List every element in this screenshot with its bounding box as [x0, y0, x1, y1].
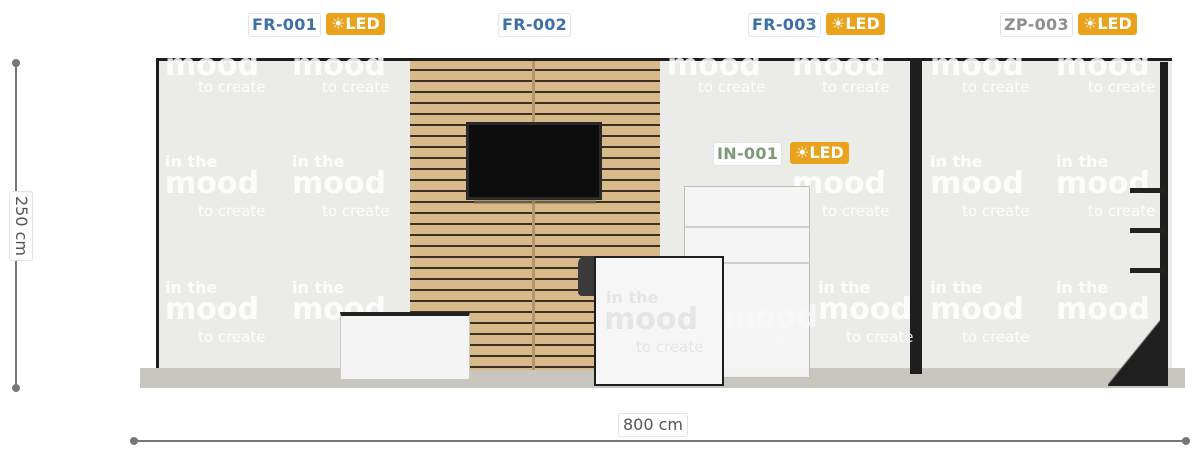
frame-post-middle — [910, 60, 922, 374]
graphic-word: to create — [198, 202, 266, 220]
graphic-word: to create — [322, 78, 390, 96]
graphic-word: to create — [728, 334, 796, 352]
graphic-word: to create — [1088, 78, 1156, 96]
led-badge-in-001: ☀LED — [790, 142, 849, 164]
counter-left — [340, 312, 470, 380]
graphic-word: mood — [165, 292, 259, 327]
label-in-001: IN-001 — [713, 142, 783, 166]
cabinet-shelf-line — [685, 226, 809, 228]
graphic-word: in the — [930, 278, 983, 297]
shelf — [1130, 268, 1166, 273]
label-fr-003: FR-003 — [748, 13, 822, 37]
dimension-endpoint — [130, 437, 138, 445]
graphic-word: mood — [930, 48, 1024, 83]
graphic-word: to create — [198, 328, 266, 346]
graphic-word: mood — [165, 166, 259, 201]
graphic-word: mood — [1056, 48, 1150, 83]
graphic-word: in the — [1056, 152, 1109, 171]
tv-shadow — [474, 200, 596, 204]
label-zp-003: ZP-003 — [1000, 13, 1073, 37]
sun-icon: ☀ — [331, 14, 346, 33]
graphic-word: mood — [724, 300, 818, 335]
frame-left — [156, 60, 159, 368]
led-text: LED — [809, 143, 844, 162]
dimension-endpoint — [12, 384, 20, 392]
graphic-word: mood — [292, 166, 386, 201]
graphic-word: to create — [822, 78, 890, 96]
graphic-word: to create — [322, 202, 390, 220]
graphic-word: to create — [962, 202, 1030, 220]
led-text: LED — [345, 14, 380, 33]
graphic-word: mood — [667, 48, 761, 83]
led-text: LED — [1097, 14, 1132, 33]
graphic-word: in the — [165, 152, 218, 171]
dimension-endpoint — [12, 59, 20, 67]
led-badge-fr-001: ☀LED — [326, 13, 385, 35]
shelf-base — [1108, 312, 1168, 386]
graphic-word: mood — [292, 48, 386, 83]
sun-icon: ☀ — [795, 143, 810, 162]
sun-icon: ☀ — [831, 14, 846, 33]
graphic-word: to create — [846, 328, 914, 346]
graphic-word: to create — [1088, 202, 1156, 220]
width-dimension-label: 800 cm — [618, 413, 689, 437]
led-badge-fr-003: ☀LED — [826, 13, 885, 35]
graphic-word: mood — [1056, 166, 1150, 201]
graphic-word: mood — [930, 292, 1024, 327]
graphic-word: to create — [636, 338, 704, 356]
label-fr-001: FR-001 — [248, 13, 322, 37]
frame-post-right — [1160, 62, 1168, 372]
graphic-word: to create — [698, 78, 766, 96]
label-fr-002: FR-002 — [498, 13, 572, 37]
graphic-word: to create — [962, 78, 1030, 96]
led-badge-zp-003: ☀LED — [1078, 13, 1137, 35]
cabinet-shelf-line — [724, 262, 810, 264]
frame-top — [156, 58, 1172, 61]
graphic-word: in the — [606, 288, 659, 307]
graphic-word: mood — [930, 166, 1024, 201]
counter-front — [594, 256, 724, 386]
graphic-word: in the — [1056, 278, 1109, 297]
graphic-word: to create — [822, 202, 890, 220]
graphic-word: in the — [930, 152, 983, 171]
graphic-word: mood — [165, 48, 259, 83]
height-dimension-label: 250 cm — [9, 190, 34, 262]
tv-screen — [466, 122, 602, 200]
graphic-word: in the — [292, 278, 345, 297]
graphic-word: mood — [604, 302, 698, 337]
graphic-word: mood — [792, 48, 886, 83]
graphic-word: in the — [165, 278, 218, 297]
graphic-word: to create — [198, 78, 266, 96]
shelf — [1130, 188, 1166, 193]
sun-icon: ☀ — [1083, 14, 1098, 33]
graphic-word: in the — [818, 278, 871, 297]
graphic-word: in the — [292, 152, 345, 171]
dimension-endpoint — [1182, 437, 1190, 445]
slat-center-post — [532, 60, 535, 370]
graphic-word: to create — [962, 328, 1030, 346]
shelf — [1130, 228, 1166, 233]
led-text: LED — [845, 14, 880, 33]
graphic-word: mood — [818, 292, 912, 327]
width-dimension-line — [134, 440, 1186, 442]
